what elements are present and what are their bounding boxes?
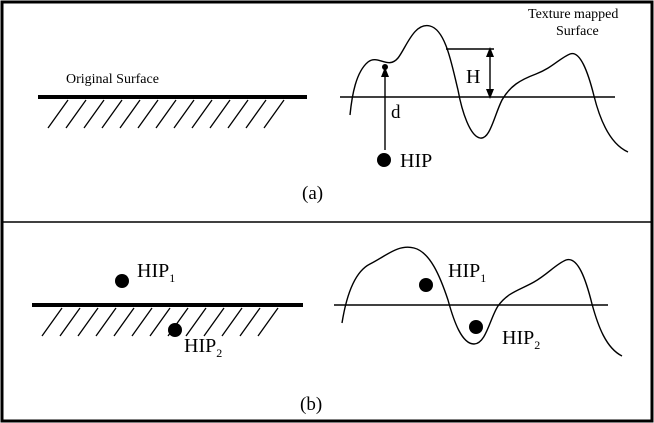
texture-mapped-surface-curve	[349, 25, 629, 153]
panel-a: Original Surface d HIP	[38, 7, 629, 204]
hip2-point-right	[469, 320, 483, 334]
caption-b: (b)	[300, 394, 322, 415]
hip2-point-left	[168, 323, 182, 337]
hip1-point-left	[115, 274, 129, 288]
panel-b: HIP1 HIP2 HIP1 HIP2 (b)	[32, 246, 623, 415]
hip-point	[377, 153, 391, 167]
texture-label-line1: Texture mapped	[528, 7, 618, 22]
height-label: H	[466, 66, 480, 88]
original-surface-label: Original Surface	[66, 72, 159, 87]
texture-mapped-surface-curve-b	[341, 246, 623, 357]
original-surface-hatching	[47, 99, 285, 129]
hip-label: HIP	[400, 150, 432, 172]
surface-contact-dot	[382, 64, 388, 70]
hip1-label-left: HIP1	[137, 260, 175, 285]
texture-label-line2: Surface	[556, 24, 599, 39]
distance-label: d	[391, 102, 401, 123]
hip1-point-right	[419, 278, 433, 292]
hip2-label-right: HIP2	[502, 327, 540, 352]
caption-a: (a)	[302, 183, 323, 204]
original-surface-hatching-b	[41, 307, 279, 337]
hip2-label-left: HIP2	[184, 335, 222, 360]
hip1-label-right: HIP1	[448, 260, 486, 285]
